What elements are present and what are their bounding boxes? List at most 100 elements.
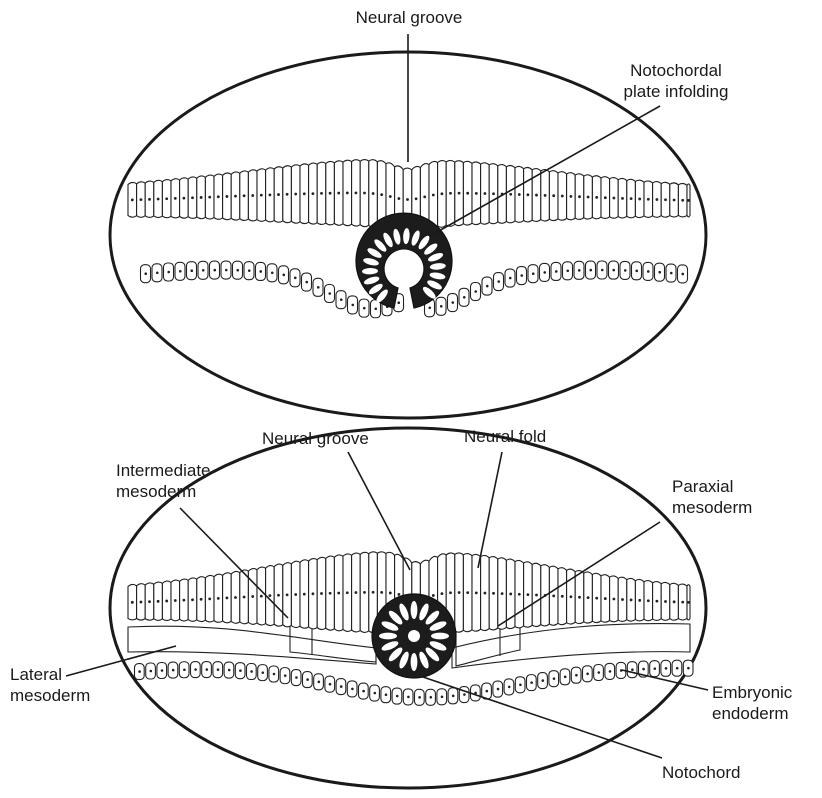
- top-endoderm-nucleus: [612, 269, 615, 272]
- top-endoderm-nucleus: [601, 269, 604, 272]
- bottom-endoderm-nucleus: [609, 670, 612, 673]
- top-endoderm-nucleus: [497, 280, 500, 283]
- top-ectoderm-nucleus: [458, 192, 461, 195]
- top-ectoderm-nucleus: [174, 197, 177, 200]
- top-ectoderm-nucleus: [363, 192, 366, 195]
- notochord-cell: [411, 653, 418, 671]
- top-ectoderm-nucleus: [552, 194, 555, 197]
- bottom-ectoderm-nucleus: [303, 593, 306, 596]
- top-ectoderm-nucleus: [183, 197, 186, 200]
- top-ectoderm-nucleus: [355, 191, 358, 194]
- bottom-endoderm-nucleus: [362, 690, 365, 693]
- bottom-ectoderm-nucleus: [200, 598, 203, 601]
- bottom-ectoderm-nucleus: [484, 592, 487, 595]
- bottom-ectoderm-nucleus: [595, 597, 598, 600]
- top-endoderm-nucleus: [294, 277, 297, 280]
- embryonic-endoderm-line2: endoderm: [712, 703, 792, 724]
- bottom-ectoderm-nucleus: [234, 596, 237, 599]
- top-endoderm-nucleus: [578, 269, 581, 272]
- top-endoderm-nucleus: [156, 272, 159, 275]
- bottom-ectoderm-nucleus: [570, 595, 573, 598]
- bottom-ectoderm-nucleus: [638, 599, 641, 602]
- bottom-endoderm-nucleus: [407, 696, 410, 699]
- top-ectoderm-nucleus: [587, 196, 590, 199]
- top-ectoderm-nucleus: [148, 198, 151, 201]
- top-ectoderm-nucleus: [466, 192, 469, 195]
- bottom-ectoderm-nucleus: [441, 592, 444, 595]
- notochord-lumen: [408, 630, 420, 642]
- top-ectoderm-nucleus: [492, 192, 495, 195]
- bottom-ectoderm-nucleus: [681, 601, 684, 604]
- top-endoderm-nucleus: [589, 269, 592, 272]
- bottom-endoderm-nucleus: [284, 674, 287, 677]
- top-ectoderm-nucleus: [673, 199, 676, 202]
- top-endoderm-nucleus: [474, 290, 477, 293]
- bottom-endoderm-nucleus: [351, 688, 354, 691]
- bottom-notochord: [372, 594, 456, 678]
- bottom-endoderm-nucleus: [138, 670, 141, 673]
- top-notochordal-plate-line2: plate infolding: [598, 81, 754, 102]
- bottom-endoderm-nucleus: [318, 681, 321, 684]
- embryonic-endoderm-label: Embryonic endoderm: [712, 682, 792, 724]
- embryonic-endoderm-line1: Embryonic: [712, 682, 792, 703]
- bottom-ectoderm-nucleus: [492, 592, 495, 595]
- lateral-mesoderm-label: Lateral mesoderm: [10, 664, 90, 706]
- bottom-endoderm-nucleus: [665, 667, 668, 670]
- top-ectoderm-nucleus: [312, 192, 315, 195]
- top-notochordal-plate: [356, 213, 452, 308]
- top-ectoderm-nucleus: [561, 195, 564, 198]
- top-ectoderm-nucleus: [578, 195, 581, 198]
- bottom-endoderm-nucleus: [385, 693, 388, 696]
- bottom-endoderm-nucleus: [687, 667, 690, 670]
- top-endoderm-nucleus: [259, 270, 262, 273]
- bottom-endoderm-nucleus: [374, 692, 377, 695]
- top-ectoderm-nucleus: [398, 197, 401, 200]
- bottom-ectoderm-nucleus: [475, 591, 478, 594]
- top-endoderm-nucleus: [363, 307, 366, 310]
- bottom-endoderm-nucleus: [542, 679, 545, 682]
- bottom-ectoderm-nucleus: [372, 591, 375, 594]
- bottom-endoderm-nucleus: [508, 686, 511, 689]
- top-ectoderm-nucleus: [544, 194, 547, 197]
- bottom-endoderm-nucleus: [631, 668, 634, 671]
- top-endoderm-nucleus: [248, 269, 251, 272]
- top-endoderm-nucleus: [167, 271, 170, 274]
- top-ectoderm-nucleus: [415, 197, 418, 200]
- bottom-ectoderm-nucleus: [269, 594, 272, 597]
- notochord-cell: [431, 633, 449, 640]
- bottom-ectoderm-nucleus: [337, 592, 340, 595]
- bottom-endoderm-nucleus: [172, 669, 175, 672]
- bottom-ectoderm-nucleus: [604, 597, 607, 600]
- bottom-endoderm-nucleus: [598, 671, 601, 674]
- bottom-ectoderm-nucleus: [518, 593, 521, 596]
- bottom-endoderm-nucleus: [530, 681, 533, 684]
- top-ectoderm-nucleus: [630, 197, 633, 200]
- bottom-ectoderm-nucleus: [398, 593, 401, 596]
- top-ectoderm-nucleus: [329, 192, 332, 195]
- top-endoderm-nucleus: [225, 269, 228, 272]
- bottom-ectoderm-nucleus: [458, 591, 461, 594]
- bottom-ectoderm-nucleus: [363, 591, 366, 594]
- top-ectoderm-nucleus: [664, 198, 667, 201]
- bottom-ectoderm-nucleus: [509, 593, 512, 596]
- top-endoderm-nucleus: [451, 301, 454, 304]
- top-ectoderm-nucleus: [294, 193, 297, 196]
- top-endoderm-nucleus: [374, 307, 377, 310]
- top-endoderm-nucleus: [202, 269, 205, 272]
- top-endoderm-nucleus: [635, 270, 638, 273]
- top-ectoderm-nucleus: [217, 195, 220, 198]
- top-ectoderm-nucleus: [208, 196, 211, 199]
- top-endoderm-nucleus: [144, 272, 147, 275]
- bottom-ectoderm-nucleus: [165, 600, 168, 603]
- top-ectoderm-nucleus: [595, 196, 598, 199]
- top-ectoderm-nucleus: [449, 192, 452, 195]
- bottom-ectoderm-nucleus: [329, 592, 332, 595]
- bottom-ectoderm-nucleus: [320, 592, 323, 595]
- bottom-ectoderm-nucleus: [191, 598, 194, 601]
- bottom-ectoderm-nucleus: [630, 599, 633, 602]
- bottom-endoderm-nucleus: [586, 672, 589, 675]
- top-ectoderm-nucleus: [131, 198, 134, 201]
- lateral-mesoderm-line1: Lateral: [10, 664, 90, 685]
- top-endoderm-nucleus: [681, 273, 684, 276]
